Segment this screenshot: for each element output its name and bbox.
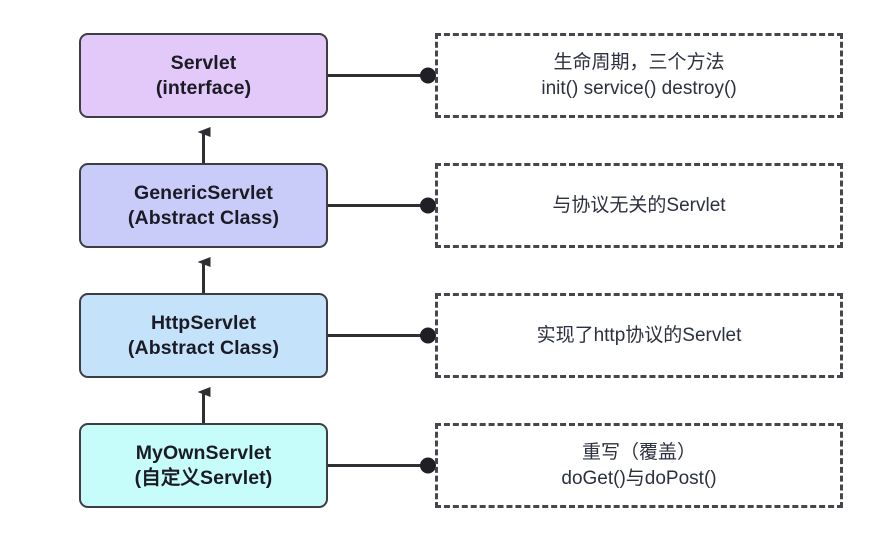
class-box-myownservlet[interactable]: MyOwnServlet (自定义Servlet) [79, 423, 328, 508]
note-link-http [328, 327, 436, 344]
class-box-genericservlet[interactable]: GenericServlet (Abstract Class) [79, 163, 328, 248]
note-http-line1: 实现了http协议的Servlet [536, 324, 742, 346]
note-link-generic [328, 197, 436, 214]
class-box-httpservlet[interactable]: HttpServlet (Abstract Class) [79, 293, 328, 378]
note-box-servlet[interactable]: 生命周期，三个方法 init() service() destroy() [435, 33, 843, 118]
note-box-myownservlet[interactable]: 重写（覆盖） doGet()与doPost() [435, 423, 843, 508]
note-myown-line2: doGet()与doPost() [561, 467, 717, 489]
class-stereotype-genericservlet: (Abstract Class) [127, 206, 280, 229]
class-stereotype-httpservlet: (Abstract Class) [127, 336, 280, 359]
note-box-genericservlet[interactable]: 与协议无关的Servlet [435, 163, 843, 248]
class-name-httpservlet: HttpServlet [150, 311, 257, 334]
class-stereotype-myownservlet: (自定义Servlet) [134, 466, 273, 489]
note-generic-line1: 与协议无关的Servlet [552, 194, 726, 216]
note-myown-line1: 重写（覆盖） [581, 441, 696, 463]
note-link-servlet [328, 67, 436, 84]
note-servlet-line2: init() service() destroy() [541, 77, 737, 99]
class-name-myownservlet: MyOwnServlet [135, 441, 272, 464]
note-servlet-line1: 生命周期，三个方法 [553, 51, 725, 73]
class-name-servlet: Servlet [170, 51, 237, 74]
note-link-myown [328, 457, 436, 474]
class-box-servlet[interactable]: Servlet (interface) [79, 33, 328, 118]
class-name-genericservlet: GenericServlet [133, 181, 274, 204]
class-stereotype-servlet: (interface) [155, 76, 252, 99]
note-box-httpservlet[interactable]: 实现了http协议的Servlet [435, 293, 843, 378]
